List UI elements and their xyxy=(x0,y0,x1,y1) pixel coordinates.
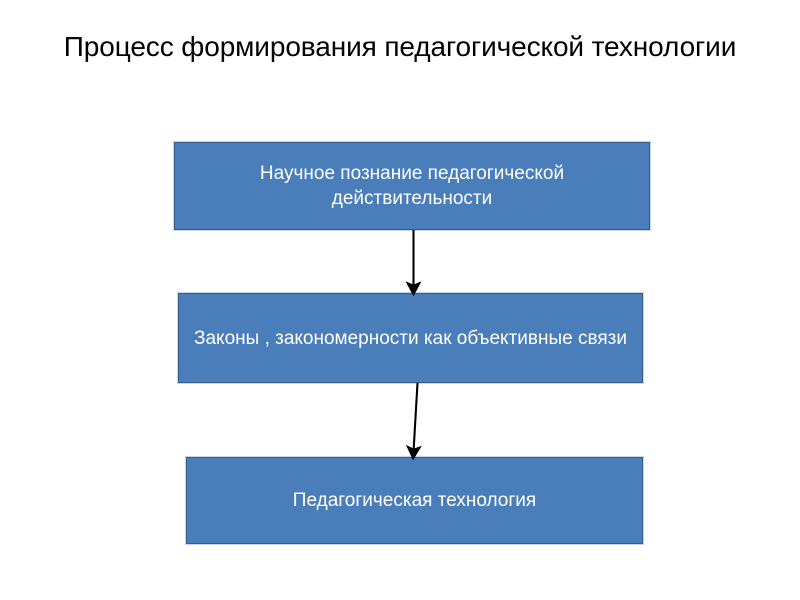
process-box-label: Научное познание педагогической действит… xyxy=(259,163,565,209)
arrow-node2-to-node3 xyxy=(405,382,422,461)
process-box-label: Законы , закономерности как объективные … xyxy=(194,327,627,349)
process-box-pedagogical-technology[interactable]: Педагогическая технология xyxy=(185,456,644,545)
page-title: Процесс формирования педагогической техн… xyxy=(63,31,737,62)
process-box-laws-regularities[interactable]: Законы , закономерности как объективные … xyxy=(177,292,644,384)
process-box-scientific-knowledge[interactable]: Научное познание педагогической действит… xyxy=(173,141,651,231)
process-box-label: Педагогическая технология xyxy=(292,490,537,511)
